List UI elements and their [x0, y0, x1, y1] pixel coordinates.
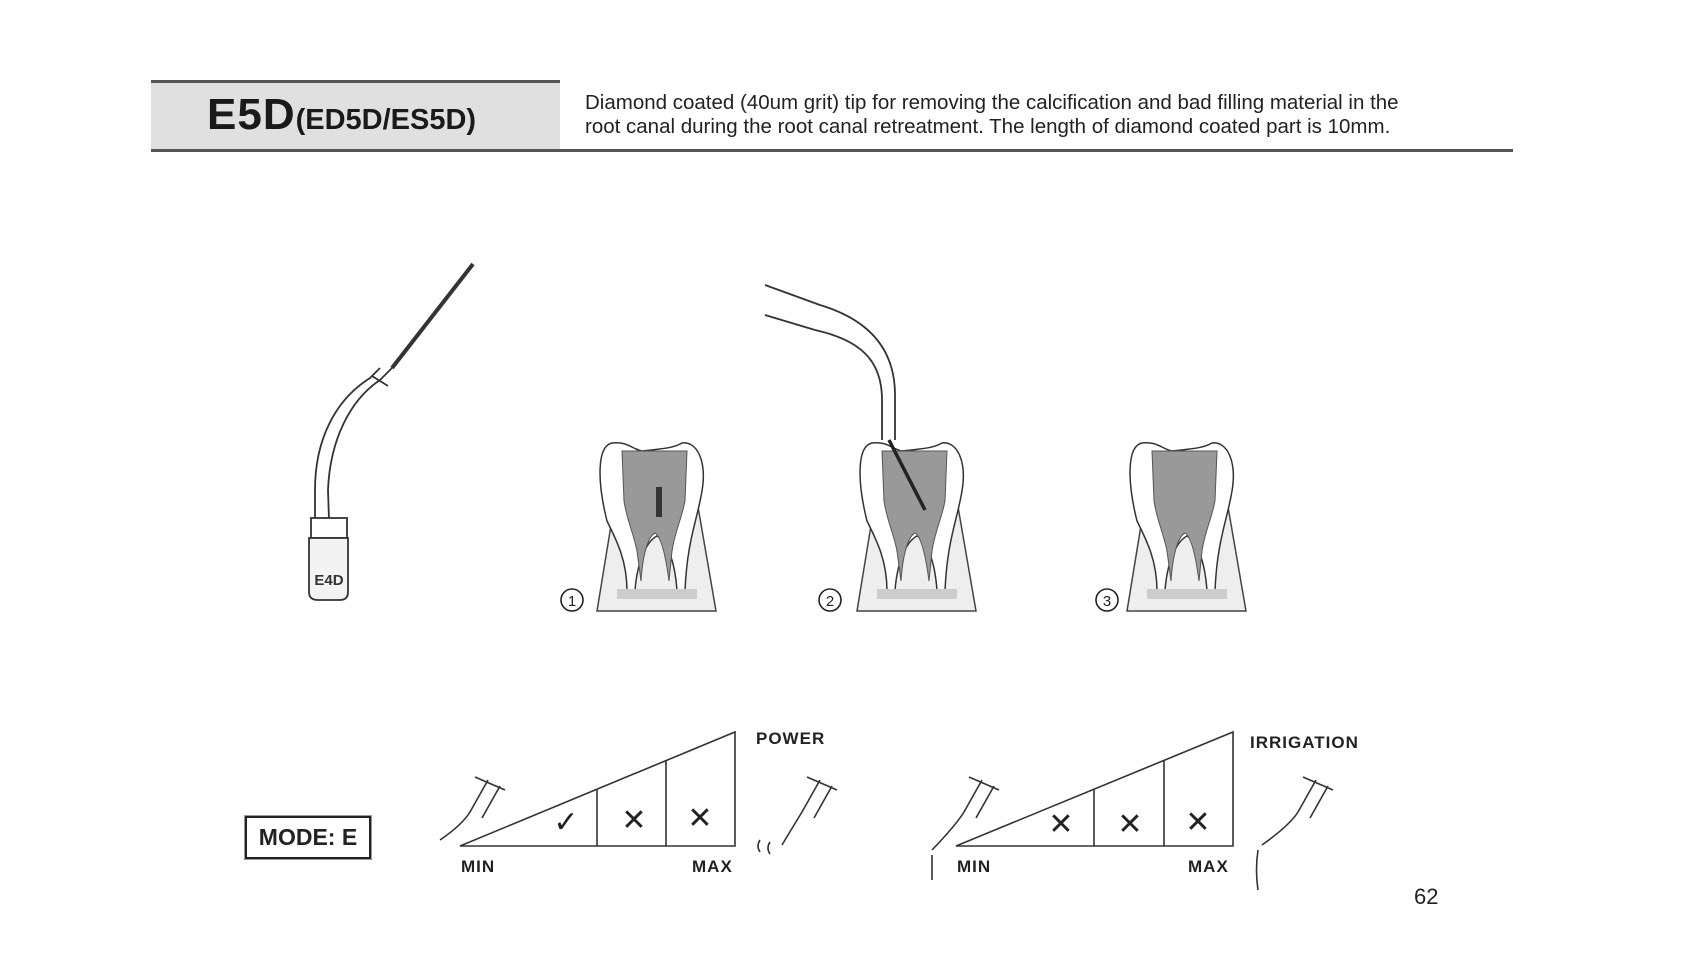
- irrigation-min-label: MIN: [957, 857, 991, 876]
- page-title: E5D(ED5D/ES5D): [207, 90, 476, 140]
- irrigation-label: IRRIGATION: [1250, 733, 1359, 752]
- irrigation-min-icon: [931, 776, 1000, 880]
- irrigation-mark-2: ✕: [1117, 808, 1142, 841]
- filling-material: [656, 487, 662, 517]
- tooth-step-3: [1126, 441, 1247, 612]
- header-divider: [151, 149, 1513, 152]
- mode-badge: MODE: E: [244, 815, 372, 860]
- handpiece: [764, 284, 896, 440]
- power-mark-2: ✕: [621, 804, 646, 837]
- description-line-1: Diamond coated (40um grit) tip for remov…: [585, 91, 1399, 114]
- power-mark-1: ✓: [553, 806, 578, 839]
- tip-description: Diamond coated (40um grit) tip for remov…: [585, 91, 1399, 139]
- description-line-2: root canal during the root canal retreat…: [585, 115, 1391, 138]
- tooth-step-2: [764, 284, 977, 612]
- header-title-box: [151, 80, 560, 150]
- power-label: POWER: [756, 729, 825, 748]
- irrigation-scale: ✕ ✕ ✕: [931, 730, 1334, 891]
- irrigation-max-icon: [1255, 776, 1334, 891]
- power-scale: ✓ ✕ ✕: [439, 730, 838, 855]
- step-number-1: 1: [568, 593, 576, 610]
- page-number: 62: [1414, 884, 1439, 909]
- handpiece-min-icon: [439, 776, 506, 841]
- irrigation-max-label: MAX: [1188, 857, 1229, 876]
- tooth-step-1: [596, 441, 717, 612]
- irrigation-mark-1: ✕: [1048, 808, 1073, 841]
- irrigation-mark-3: ✕: [1185, 806, 1210, 839]
- handpiece-max-icon: [757, 776, 838, 855]
- scaler-tip-illustration: E4D: [308, 262, 475, 601]
- tip-engraving: E4D: [314, 572, 343, 589]
- power-max-label: MAX: [692, 857, 733, 876]
- title-sub: (ED5D/ES5D): [295, 104, 477, 136]
- step-number-3: 3: [1103, 593, 1111, 610]
- power-min-label: MIN: [461, 857, 495, 876]
- step-numbers: 1 2 3: [560, 588, 1119, 612]
- step-number-2: 2: [826, 593, 834, 610]
- diamond-tip: [887, 439, 927, 511]
- power-mark-3: ✕: [687, 802, 712, 835]
- title-main: E5D: [207, 90, 296, 139]
